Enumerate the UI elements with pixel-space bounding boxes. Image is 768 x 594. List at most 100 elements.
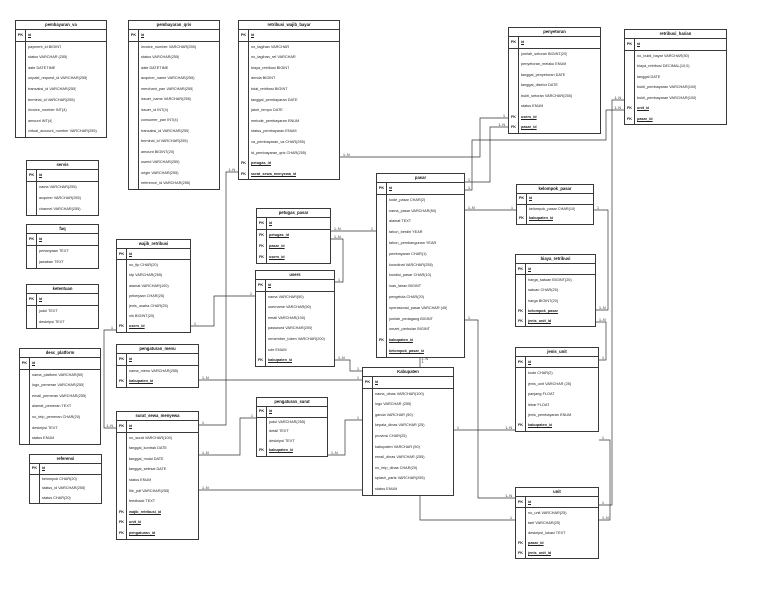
field-name: id: [521, 40, 525, 44]
key-marker: FK: [377, 335, 387, 346]
attribute-row: kabupaten VARCHAR (50): [363, 441, 453, 453]
cardinality-label: 1: [357, 367, 359, 371]
key-marker: FK: [516, 420, 526, 431]
attribute-row: status CHAR(20): [30, 493, 101, 503]
attribute-row: detail TEXT: [257, 427, 327, 437]
attribute-row: jumlah_setoran BIGINT(20): [509, 48, 600, 59]
attribute-row: email_pemeran VARCHAR(255): [20, 390, 100, 402]
key-marker: FK: [117, 527, 127, 539]
attribute-row: no_unit VARCHAR(25): [516, 508, 598, 518]
field-name: email_pemeran VARCHAR(255): [32, 393, 87, 398]
attribute-row: transaksi_id VARCHAR(255): [129, 125, 219, 136]
field-name: id: [28, 33, 32, 37]
key-marker: [625, 50, 635, 61]
field-name: biaya_retribusi BIGINT: [251, 65, 290, 70]
key-marker: [117, 496, 127, 507]
entity-title: referensi: [30, 455, 101, 464]
field-name: users_id: [269, 255, 285, 259]
key-marker: [625, 92, 635, 103]
field-name: transaksi_id VARCHAR(255): [28, 86, 77, 91]
cardinality-label: 1..N: [343, 153, 350, 157]
key-marker: [239, 136, 249, 148]
attribute-row: origin VARCHAR(255): [129, 167, 219, 178]
field-name: biaya_retribusi DECIMAL(10,0): [637, 64, 690, 68]
key-marker: PK: [509, 37, 519, 48]
field-name: kabupaten_id: [389, 338, 414, 343]
field-name: koordinat VARCHAR(255): [389, 262, 433, 267]
attribute-row: jawaban TEXT: [27, 257, 98, 268]
field-name: consumer_pan INT(4): [141, 118, 178, 122]
field-name: merchant_pan VARCHAR(255): [141, 86, 194, 91]
key-marker: FK: [257, 446, 267, 456]
field-name: amount INT(4): [28, 118, 53, 123]
key-marker: [363, 452, 373, 463]
key-marker: [377, 237, 387, 249]
field-name: id: [269, 409, 273, 413]
key-marker: [117, 300, 127, 312]
attribute-row: jenis_unit VARCHAR (25): [516, 378, 598, 390]
field-name: alamat TEXT: [389, 219, 412, 224]
entity-title: faq: [27, 225, 98, 234]
field-name: terminal_id VARCHAR(255): [141, 139, 188, 143]
field-name: deskripsi TEXT: [32, 425, 58, 430]
cardinality-label: 1..N: [599, 318, 606, 322]
entity-title: desc_platform: [20, 349, 100, 358]
field-name: deskripsi_lokasi TEXT: [528, 531, 566, 535]
key-marker: [16, 73, 26, 84]
key-marker: [129, 73, 139, 84]
field-name: amount BIGINT(20): [141, 149, 175, 154]
field-name: va_pembayaran_va CHAR(255): [251, 139, 306, 144]
key-marker: [20, 380, 30, 391]
field-name: acquirer VARCHAR(255): [39, 196, 81, 200]
key-marker: [20, 411, 30, 423]
rel-unit-pasar: [465, 319, 515, 499]
field-name: pengelola CHAR(20): [389, 294, 425, 299]
key-marker: PK: [117, 354, 127, 365]
attribute-row: file_pdf VARCHAR(255): [117, 485, 198, 497]
key-marker: PK: [16, 30, 26, 41]
key-marker: [129, 157, 139, 168]
key-marker: [509, 69, 519, 80]
attribute-row: status VARCHAR(255): [129, 52, 219, 63]
field-name: acquirer_name VARCHAR(255): [141, 76, 195, 80]
field-name: id: [637, 42, 641, 46]
cardinality-label: 1: [602, 436, 604, 440]
key-marker: [117, 270, 127, 281]
attribute-row: virtual_account_number VARCHAR(255): [16, 126, 106, 137]
key-marker: PK: [377, 183, 387, 194]
key-marker: [363, 430, 373, 442]
attribute-row: tanggal_disetor DATE: [509, 80, 600, 91]
key-marker: [516, 399, 526, 410]
field-name: jenis_usaha CHAR(25): [129, 303, 168, 308]
cardinality-label: 1..N: [334, 227, 341, 231]
attribute-row: acquirer_name VARCHAR(255): [129, 73, 219, 84]
cardinality-label: 1: [510, 516, 512, 520]
entity-title: ketentuan: [27, 285, 98, 294]
key-marker: [27, 193, 37, 204]
field-name: wajib_retribusi_id: [129, 509, 162, 514]
key-marker: [363, 399, 373, 410]
field-name: tanggal_disetor DATE: [521, 83, 558, 87]
key-marker: [377, 216, 387, 228]
attribute-row: no_surat VARCHAR(100): [117, 432, 198, 444]
cardinality-label: 1..N: [338, 356, 345, 360]
key-marker: [16, 115, 26, 127]
field-name: id: [268, 283, 272, 287]
key-marker: [257, 417, 267, 428]
rel-pengaturan-kabupaten: [328, 419, 362, 456]
field-name: lebar FLOAT: [528, 402, 550, 407]
key-marker: [239, 83, 249, 95]
cardinality-label: 1: [338, 278, 340, 282]
key-marker: PK: [30, 464, 40, 474]
key-marker: PK: [256, 280, 266, 291]
field-name: petugas_id: [269, 233, 290, 237]
